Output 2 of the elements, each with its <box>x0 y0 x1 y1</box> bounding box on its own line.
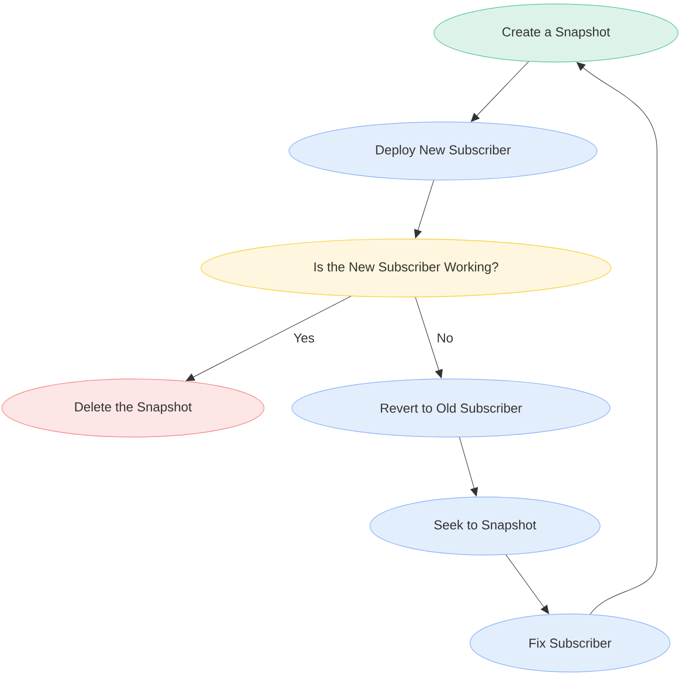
edge-label: No <box>436 332 454 344</box>
edge-label: Yes <box>292 332 316 344</box>
